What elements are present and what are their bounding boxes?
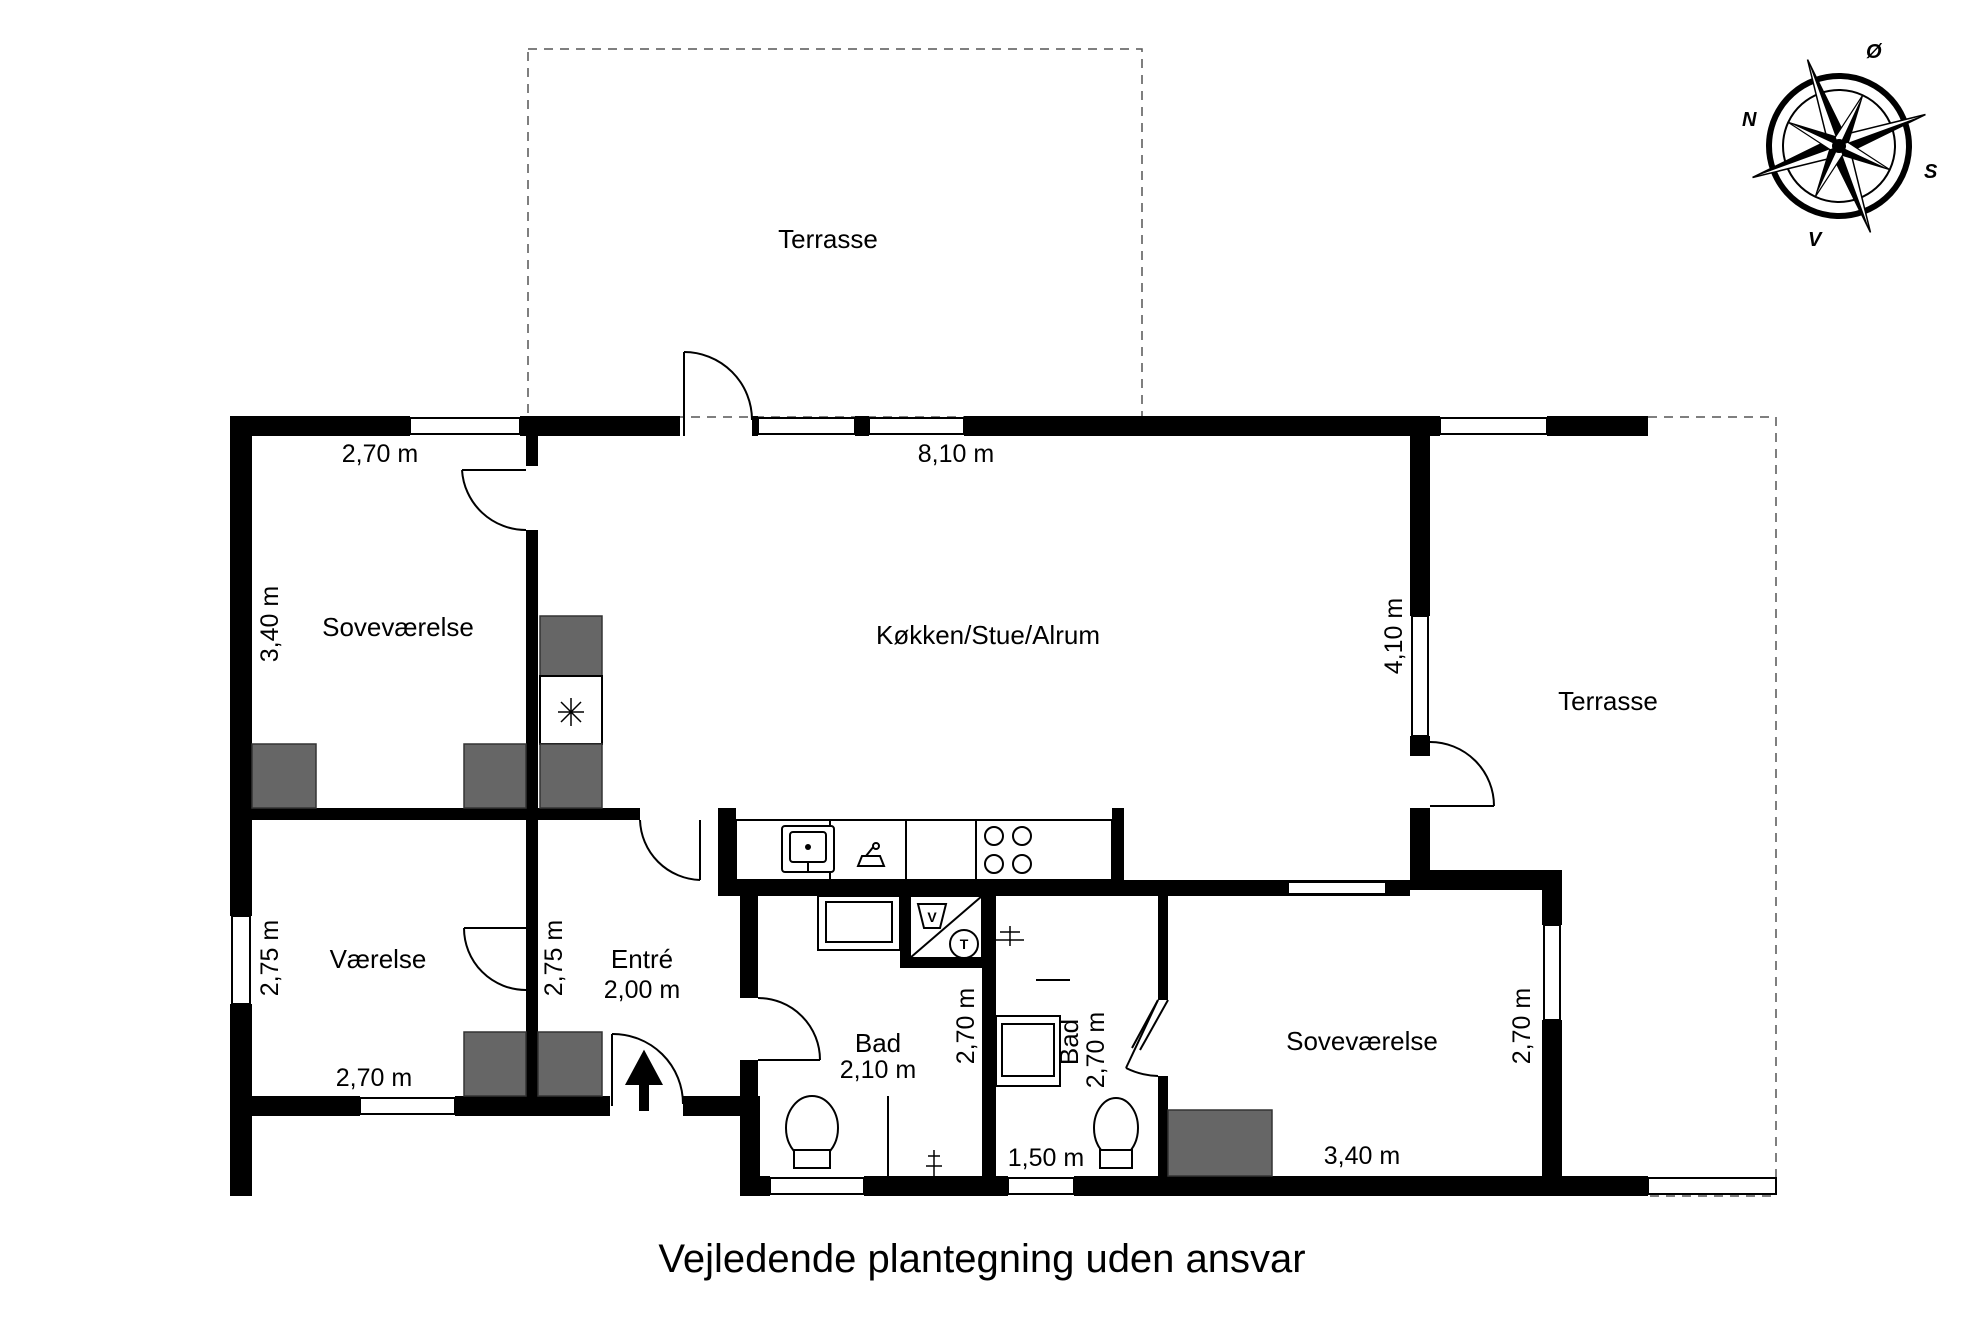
compass-rose: [1752, 59, 1926, 233]
cabinet-bedroom-left: [251, 743, 317, 809]
walls: [230, 416, 1648, 1196]
compass-south: S: [1924, 161, 1938, 183]
dim-bedroom-bottom-depth: 2,70 m: [1508, 988, 1536, 1064]
shower-head-icon: [996, 926, 1024, 946]
dim-bath-1-depth: 2,70 m: [952, 988, 980, 1064]
room-label-kitchen-living: Køkken/Stue/Alrum: [876, 620, 1100, 650]
wardrobe-bedroom-bottom: [1167, 1109, 1273, 1177]
washer-icon: [916, 903, 948, 929]
sink-icon: [781, 825, 835, 873]
terrace-right-outline: [1648, 416, 1777, 1197]
compass-east: Ø: [1866, 41, 1883, 63]
plan-caption: Vejledende plantegning uden ansvar: [658, 1237, 1305, 1281]
shower-drain-icon: [926, 1150, 942, 1176]
windows: [231, 417, 1777, 1195]
kitchen-cabinet-lower: [539, 743, 603, 809]
bath-2-fixtures: [995, 926, 1139, 1169]
cabinet-bedroom-right: [463, 743, 527, 809]
dim-bedroom-bottom-width: 3,40 m: [1324, 1142, 1400, 1170]
bath-1-fixtures: [785, 895, 983, 1176]
washer-symbol: V: [927, 909, 937, 925]
room-label-terrace-right: Terrasse: [1558, 686, 1658, 716]
snowflake-icon: [558, 698, 584, 726]
dim-bath-2-width: 1,50 m: [1008, 1144, 1084, 1172]
room-label-bedroom-top: Soveværelse: [322, 612, 474, 642]
dim-bedroom-top-depth: 3,40 m: [256, 586, 284, 662]
room-label-entrance: Entré: [611, 944, 673, 974]
stove-icon: [984, 826, 1032, 874]
wardrobe-room-2: [537, 1031, 603, 1097]
doors: [461, 351, 1495, 1106]
room-label-bath-1: Bad: [855, 1028, 901, 1058]
dryer-icon: [949, 929, 979, 959]
kitchen-cabinet-upper: [539, 615, 603, 677]
compass-west: V: [1808, 229, 1823, 251]
dryer-symbol: T: [960, 936, 969, 952]
dim-living-depth: 4,10 m: [1380, 598, 1408, 674]
room-label-small-room: Værelse: [330, 944, 427, 974]
dim-living-width: 8,10 m: [918, 440, 994, 468]
room-label-bath-2: Bad: [1054, 1019, 1084, 1065]
wardrobe-room-1: [463, 1031, 527, 1097]
room-label-bedroom-bottom: Soveværelse: [1286, 1026, 1438, 1056]
dim-bedroom-top-width: 2,70 m: [342, 440, 418, 468]
room-label-terrace-top: Terrasse: [778, 224, 878, 254]
dim-entrance-width: 2,00 m: [604, 976, 680, 1004]
entrance-arrow-icon: [624, 1049, 664, 1111]
dishwasher-icon: [856, 842, 886, 867]
dim-small-room-width: 2,70 m: [336, 1064, 412, 1092]
dim-bath-2-depth: 2,70 m: [1082, 1012, 1110, 1088]
dim-bath-1-width: 2,10 m: [840, 1056, 916, 1084]
dim-entrance-depth: 2,75 m: [540, 920, 568, 996]
dim-small-room-depth: 2,75 m: [256, 920, 284, 996]
compass-north: N: [1742, 109, 1757, 131]
